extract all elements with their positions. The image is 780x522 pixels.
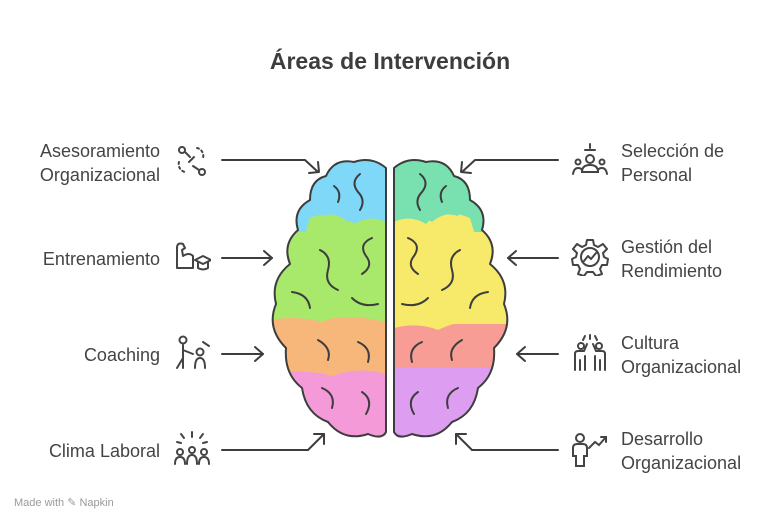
- person-growth-icon: [572, 433, 607, 467]
- label-clima-laboral: Clima Laboral: [48, 441, 160, 461]
- arrow-gestion: [507, 250, 559, 266]
- brain-right-outline: [393, 159, 509, 438]
- label-entrenamiento: Entrenamiento: [42, 249, 160, 269]
- brain-illustration: [271, 159, 509, 438]
- arrow-seleccion: [460, 159, 559, 174]
- gear-chart-icon: [571, 239, 609, 276]
- arrow-asesoramiento: [221, 159, 320, 174]
- team-climate-icon: [174, 431, 210, 465]
- brain-right-zone-4: [394, 368, 508, 437]
- napkin-logo-icon: ✎: [67, 497, 77, 509]
- footer-credit: Made with ✎ Napkin: [14, 497, 114, 509]
- brain-left-outline: [271, 159, 387, 438]
- brain-folds: [291, 173, 489, 415]
- coaching-icon: [176, 335, 210, 369]
- arrow-cultura: [516, 346, 559, 362]
- selection-icon: [572, 143, 608, 175]
- people-celebrating-icon: [574, 334, 606, 371]
- route-icon: [177, 146, 206, 176]
- brain-left-zone-4: [272, 368, 387, 437]
- arrow-coaching: [221, 346, 264, 362]
- page-title: Áreas de Intervención: [269, 48, 511, 74]
- arrow-desarrollo: [455, 433, 559, 451]
- arrow-entrenamiento: [221, 250, 273, 266]
- training-icon: [176, 242, 211, 271]
- arrow-clima: [221, 433, 325, 451]
- label-coaching: Coaching: [83, 345, 160, 365]
